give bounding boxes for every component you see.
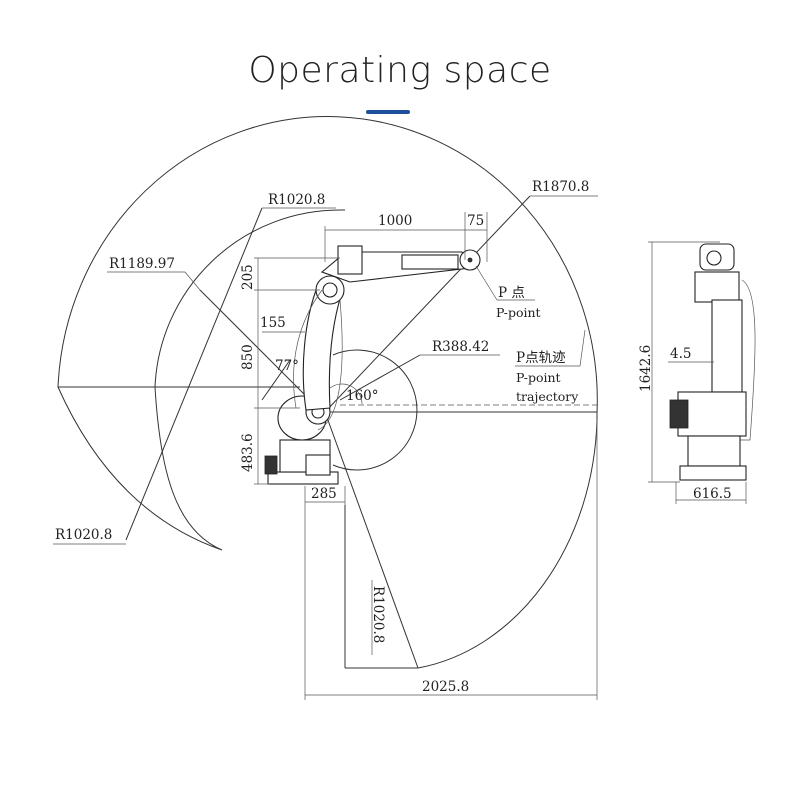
label-155: 155	[260, 315, 286, 331]
label-205: 205	[240, 264, 256, 290]
robot-side-view: 1642.6 4.5 616.5	[638, 241, 756, 504]
leader-r1189-diag	[184, 271, 201, 291]
robot-front-view	[264, 245, 481, 485]
robot-elbow-joint-inner	[322, 282, 338, 298]
label-trajectory-en-1: P-point	[516, 370, 561, 385]
side-view-lower-body	[677, 391, 747, 437]
label-r1020-8-left: R1020.8	[55, 527, 112, 543]
label-r1870-8: R1870.8	[532, 179, 589, 195]
label-1642-6: 1642.6	[638, 345, 654, 392]
side-view-base-plate	[679, 465, 747, 481]
outer-envelope-arc	[57, 116, 598, 669]
robot-lower-arm	[302, 284, 343, 411]
side-view-base	[687, 435, 741, 467]
robot-cable-1	[293, 289, 323, 409]
leader-p-point	[475, 265, 498, 301]
label-1000: 1000	[378, 213, 412, 229]
inner-envelope-arc	[154, 209, 345, 388]
label-r1189-97: R1189.97	[109, 256, 175, 272]
label-616-5: 616.5	[693, 486, 732, 502]
robot-base-foot	[305, 454, 331, 476]
label-285: 285	[311, 486, 337, 502]
label-4-5: 4.5	[670, 346, 691, 362]
label-r1020-8-top: R1020.8	[268, 192, 325, 208]
robot-cable-2	[317, 299, 343, 431]
radius-callouts: R1870.8 R1020.8 R1189.97 R388.42 R1020.8…	[53, 179, 598, 655]
leader-trajectory	[579, 329, 586, 367]
radial-line-77	[261, 359, 291, 401]
label-p-point-cn: P 点	[498, 285, 525, 301]
side-view-head-joint	[706, 250, 722, 266]
label-trajectory-en-2: trajectory	[516, 389, 579, 404]
side-view-motor	[669, 399, 689, 429]
label-2025-8: 2025.8	[422, 679, 469, 695]
radial-line-388	[339, 354, 421, 401]
robot-base-connector	[264, 455, 278, 475]
label-p-point-en: P-point	[496, 305, 541, 320]
radial-line-1870	[324, 195, 531, 413]
label-r1020-8-bottom: R1020.8	[370, 586, 386, 643]
label-77-deg: 77°	[275, 358, 299, 374]
label-160-deg: 160°	[346, 388, 379, 404]
side-view-cable	[738, 279, 756, 441]
label-trajectory-cn: P点轨迹	[516, 350, 566, 366]
front-dimensions: 1000 75 205 850 483.6 155 285 2025.8 77°…	[240, 212, 598, 700]
radial-line-1189	[199, 289, 306, 396]
radial-line-1020-top	[125, 207, 263, 541]
angle-arc-160	[329, 383, 363, 405]
label-r388-42: R388.42	[432, 339, 489, 355]
p-point-labels: P 点 P-point P点轨迹 P-point trajectory	[475, 265, 586, 404]
page-title: Operating space	[248, 50, 552, 91]
label-850: 850	[240, 344, 256, 370]
label-483-6: 483.6	[240, 433, 256, 472]
radial-line-1020-bottom	[324, 411, 419, 669]
p-point-marker	[467, 257, 473, 263]
side-view-upper-housing	[694, 271, 740, 303]
side-view-arm	[711, 299, 743, 393]
work-envelope	[57, 116, 598, 669]
robot-forearm-tube	[401, 254, 459, 270]
robot-upper-arm-housing	[337, 245, 363, 275]
inner-radius-arc	[332, 349, 418, 471]
label-75: 75	[467, 213, 484, 229]
title-underline	[366, 110, 410, 114]
